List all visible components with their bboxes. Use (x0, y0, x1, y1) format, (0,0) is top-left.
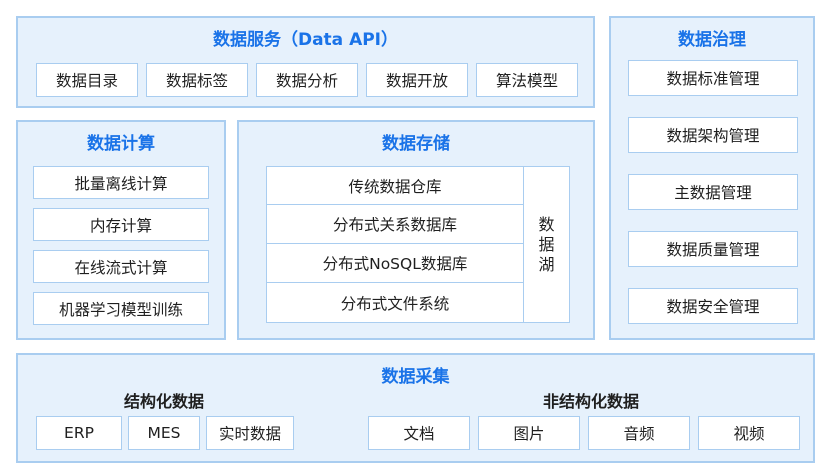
governance-item-quality[interactable]: 数据质量管理 (628, 231, 798, 267)
data-collection-title: 数据采集 (381, 367, 450, 387)
storage-item-filesystem[interactable]: 分布式文件系统 (266, 283, 524, 323)
data-service-title: 数据服务（Data API） (212, 30, 399, 50)
compute-item-ml-training[interactable]: 机器学习模型训练 (33, 292, 209, 325)
data-service-item-analysis[interactable]: 数据分析 (256, 63, 358, 97)
data-lake-char-1: 数 (538, 214, 555, 234)
data-service-item-algorithm[interactable]: 算法模型 (476, 63, 578, 97)
data-governance-title: 数据治理 (678, 30, 746, 50)
data-service-item-tags[interactable]: 数据标签 (146, 63, 248, 97)
storage-item-data-lake[interactable]: 数 据 湖 (524, 166, 570, 323)
data-lake-char-3: 湖 (538, 254, 555, 274)
storage-item-nosql[interactable]: 分布式NoSQL数据库 (266, 244, 524, 283)
data-storage-title: 数据存储 (382, 134, 450, 154)
governance-item-security[interactable]: 数据安全管理 (628, 288, 798, 324)
structured-item-realtime[interactable]: 实时数据 (206, 416, 294, 450)
unstructured-item-images[interactable]: 图片 (478, 416, 580, 450)
data-compute-panel: 数据计算 批量离线计算 内存计算 在线流式计算 机器学习模型训练 (16, 120, 226, 340)
structured-item-mes[interactable]: MES (128, 416, 200, 450)
data-service-panel: 数据服务（Data API） 数据目录 数据标签 数据分析 数据开放 算法模型 (16, 16, 595, 108)
data-storage-panel: 数据存储 传统数据仓库 分布式关系数据库 分布式NoSQL数据库 分布式文件系统… (237, 120, 595, 340)
unstructured-data-title: 非结构化数据 (542, 392, 639, 411)
storage-item-distributed-rdb[interactable]: 分布式关系数据库 (266, 205, 524, 244)
compute-item-streaming[interactable]: 在线流式计算 (33, 250, 209, 283)
unstructured-item-video[interactable]: 视频 (698, 416, 800, 450)
compute-item-batch[interactable]: 批量离线计算 (33, 166, 209, 199)
storage-item-warehouse[interactable]: 传统数据仓库 (266, 166, 524, 205)
governance-item-architecture[interactable]: 数据架构管理 (628, 117, 798, 153)
compute-item-memory[interactable]: 内存计算 (33, 208, 209, 241)
data-lake-char-2: 据 (538, 234, 555, 254)
data-service-item-catalog[interactable]: 数据目录 (36, 63, 138, 97)
data-collection-panel: 数据采集 结构化数据 非结构化数据 ERP MES 实时数据 文档 图片 音频 … (16, 353, 815, 463)
governance-item-standards[interactable]: 数据标准管理 (628, 60, 798, 96)
data-service-item-open[interactable]: 数据开放 (366, 63, 468, 97)
data-governance-panel: 数据治理 数据标准管理 数据架构管理 主数据管理 数据质量管理 数据安全管理 (609, 16, 815, 340)
data-compute-title: 数据计算 (87, 134, 155, 154)
unstructured-item-documents[interactable]: 文档 (368, 416, 470, 450)
governance-item-master-data[interactable]: 主数据管理 (628, 174, 798, 210)
unstructured-item-audio[interactable]: 音频 (588, 416, 690, 450)
structured-data-title: 结构化数据 (123, 392, 204, 411)
structured-item-erp[interactable]: ERP (36, 416, 122, 450)
